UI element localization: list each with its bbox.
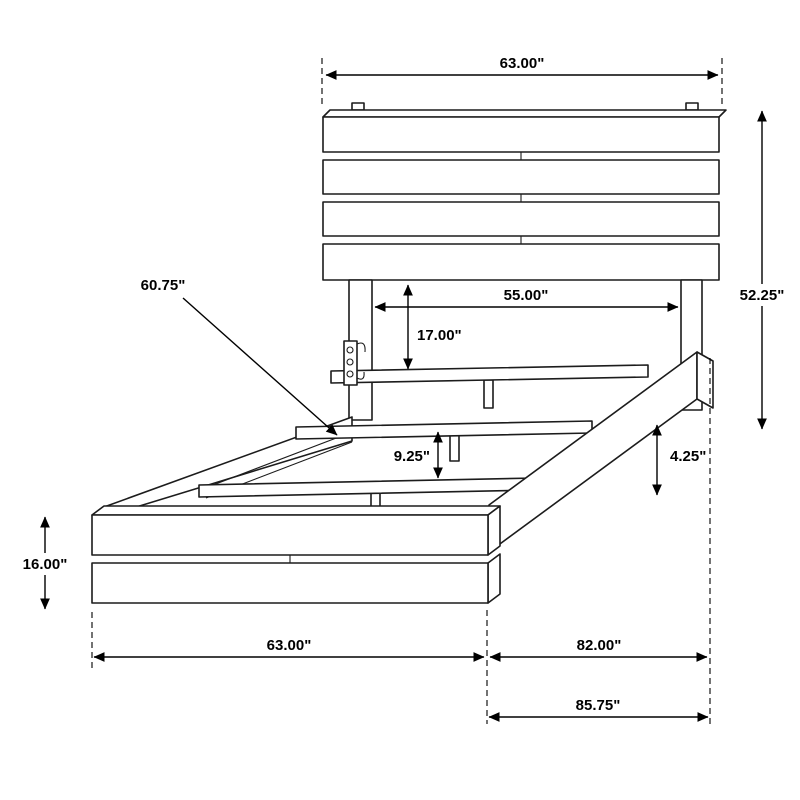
- slat-leg: [483, 379, 494, 409]
- bracket-bolt: [346, 370, 354, 378]
- dim-overall-height: 52.25": [729, 110, 795, 430]
- dim-label-overall-length: 85.75": [576, 697, 621, 714]
- rail-bracket: [343, 340, 366, 386]
- dim-deck-height: 9.25": [394, 431, 443, 479]
- dim-headboard-width: 63.00": [321, 55, 723, 108]
- headboard-clip-left: [351, 102, 365, 111]
- headboard-plank-1: [322, 116, 720, 153]
- dim-footboard-height: 16.00": [12, 516, 78, 610]
- footboard: [91, 505, 501, 604]
- dim-label-footboard-width: 63.00": [267, 637, 312, 654]
- bottom-extension-lines: [91, 358, 711, 724]
- dim-rail-height: 4.25": [652, 424, 706, 496]
- headboard-top-face: [322, 109, 727, 118]
- footboard-end-cap-top: [487, 505, 501, 556]
- right-side-rail: [488, 351, 714, 553]
- right-rail-end-cap: [696, 351, 714, 409]
- dim-label-footboard-height: 16.00": [23, 556, 68, 573]
- dim-footboard-width: 63.00": [93, 637, 485, 662]
- slat-leg: [449, 432, 460, 462]
- leader-line: [182, 297, 338, 436]
- headboard-plank-3: [322, 201, 720, 237]
- dim-label-inner-width: 55.00": [504, 287, 549, 304]
- footboard-plank-2: [91, 562, 489, 604]
- dim-slat-length: 60.75": [141, 277, 338, 436]
- label-mask: [12, 553, 78, 575]
- headboard: [322, 102, 727, 281]
- center-rail-edge: [199, 431, 353, 491]
- headboard-clip-right: [685, 102, 699, 111]
- slat-1: [330, 364, 649, 384]
- footboard-top-face: [91, 505, 501, 516]
- bracket-hook: [356, 342, 366, 380]
- dim-label-slat-length: 60.75": [141, 277, 186, 294]
- bracket-bolt: [346, 358, 354, 366]
- dim-overall-length: 85.75": [488, 697, 709, 722]
- dim-label-headboard-to-slat: 17.00": [417, 327, 462, 344]
- bracket-bolt: [346, 346, 354, 354]
- footboard-end-cap-bottom: [487, 553, 501, 604]
- footboard-plank-1: [91, 514, 489, 556]
- dim-headboard-to-slat: 17.00": [403, 284, 462, 370]
- headboard-plank-2: [322, 159, 720, 195]
- dim-label-overall-height: 52.25": [740, 287, 785, 304]
- dim-inner-width: 55.00": [374, 287, 679, 312]
- dim-label-frame-length: 82.00": [577, 637, 622, 654]
- dim-frame-length: 82.00": [489, 637, 708, 662]
- label-mask: [729, 284, 795, 306]
- dim-label-deck-height: 9.25": [394, 448, 430, 465]
- dim-label-headboard-width: 63.00": [500, 55, 545, 72]
- right-rail-board: [488, 351, 698, 553]
- dim-label-rail-height: 4.25": [670, 448, 706, 465]
- headboard-plank-4: [322, 243, 720, 281]
